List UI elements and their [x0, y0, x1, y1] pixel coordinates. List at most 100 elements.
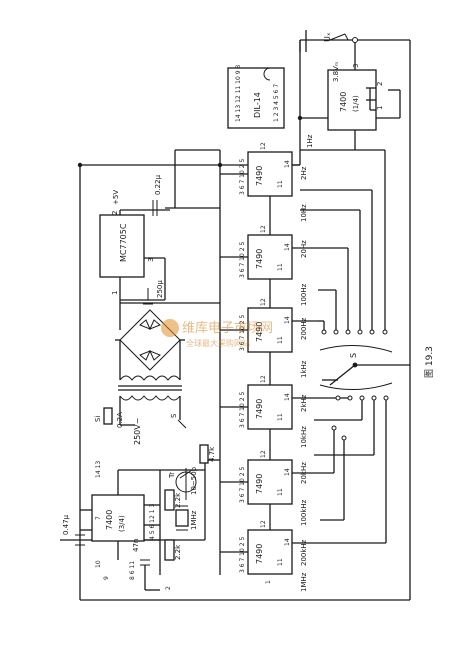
watermark: 维库电子市场网 全球最大采购网站 — [161, 319, 273, 348]
switch-contact — [383, 395, 389, 401]
oscillator-gate-frac: (3/4) — [118, 515, 126, 532]
crystal — [175, 509, 189, 527]
divider-pin: 12 — [260, 225, 267, 233]
divider-ic — [247, 151, 293, 197]
node-dot — [77, 162, 83, 168]
node-dot — [217, 162, 223, 168]
fuse — [103, 407, 113, 425]
divider-pin: 11 — [277, 413, 284, 421]
watermark-logo-icon — [161, 319, 179, 337]
freq-label: 200Hz — [300, 317, 308, 340]
resistor — [199, 444, 209, 464]
divider-pin: 14 — [284, 538, 291, 546]
output-gate-label: 7400 — [339, 92, 348, 112]
plus5v-label: +5V — [112, 190, 120, 205]
divider-ic-label: 7490 — [255, 399, 264, 419]
output-gate-frac: (1/4) — [352, 95, 360, 112]
divider-ic-label: 7490 — [255, 249, 264, 269]
level-label: 3.8Vₘ — [332, 62, 340, 82]
divider-ic-label: 7490 — [255, 166, 264, 186]
divider-ic — [247, 234, 293, 280]
osc-pins: 14 13 — [95, 461, 102, 478]
divider-pin: 14 — [284, 468, 291, 476]
divider-pin: 14 — [284, 316, 291, 324]
node-dot — [297, 115, 303, 121]
divider-pin: 12 — [260, 450, 267, 458]
watermark-slogan: 全球最大采购网站 — [186, 338, 250, 348]
divider-ic — [247, 459, 293, 505]
resistor — [164, 539, 175, 561]
switch-contact — [341, 435, 347, 441]
freq-label: 20Hz — [300, 240, 308, 258]
frequency-taps — [300, 149, 387, 544]
switch-contact — [382, 329, 388, 335]
divider-pin: 12 — [260, 142, 267, 150]
osc-pins: 8 6 11 — [129, 561, 136, 580]
oscillator-gate-label: 7400 — [105, 510, 114, 530]
divider-pin: 11 — [277, 263, 284, 271]
divider-pin: 11 — [277, 180, 284, 188]
transformer-secondary — [119, 375, 181, 381]
regulator-pin: 2 — [111, 211, 119, 215]
cap-bulk-label: 250μ — [156, 280, 164, 298]
bridge-rectifier — [119, 309, 181, 371]
output-terminal — [299, 30, 358, 52]
node-dot — [352, 362, 358, 368]
switch-contact — [345, 329, 351, 335]
freq-label: 2kHz — [300, 394, 308, 412]
switch-contact — [369, 329, 375, 335]
freq-label: 10Hz — [300, 204, 308, 222]
regulator-pin: 3 — [147, 258, 155, 262]
cap-filter-label: 0.22μ — [154, 174, 162, 195]
transformer-primary — [119, 395, 181, 401]
freq-label: 1Hz — [306, 134, 314, 148]
ux-label: Uₓ — [323, 32, 332, 42]
switch-contact — [371, 395, 377, 401]
dil-top-pins: 14 13 12 11 10 9 8 — [235, 65, 242, 122]
freq-label: 10kHz — [300, 426, 308, 448]
trimmer-label: 10~50p — [190, 466, 198, 495]
dil-bottom-pins: 1 2 3 4 5 6 7 — [273, 84, 280, 122]
switch-contact — [335, 395, 341, 401]
divider-chain — [220, 151, 330, 575]
freq-label: 200kHz — [300, 539, 308, 566]
switch-contact — [359, 395, 365, 401]
resistor — [164, 489, 175, 511]
divider-pins: 3 6 7 10 2 5 — [239, 159, 246, 195]
output-gate — [327, 69, 377, 150]
switch-contact — [357, 329, 363, 335]
dil-label: DIL-14 — [253, 92, 262, 118]
divider-pin: 14 — [284, 160, 291, 168]
divider-ic-label: 7490 — [255, 322, 264, 342]
divider-pin: 14 — [284, 243, 291, 251]
output-pin: 3 — [352, 64, 360, 68]
power-switch-label: S — [170, 413, 178, 418]
divider-pin: 1 — [265, 580, 272, 584]
regulator-label: MC7705C — [119, 223, 128, 262]
freq-label: 2Hz — [300, 166, 308, 180]
divider-pin: 14 — [284, 393, 291, 401]
freq-label: 100Hz — [300, 283, 308, 306]
switch-contact — [321, 329, 327, 335]
output-pin: 1 — [376, 106, 384, 110]
regulator-ic — [99, 214, 145, 278]
mains-label: 250V~ — [133, 418, 142, 445]
osc-pin: 2 — [165, 586, 172, 590]
watermark-brand: 维库电子市场网 — [182, 320, 273, 336]
switch-contact — [331, 425, 337, 431]
res-47k-label: 4.7k — [208, 446, 216, 462]
divider-pin: 12 — [260, 298, 267, 306]
freq-label: 100kHz — [300, 499, 308, 526]
divider-pins: 3 6 7 10 2 5 — [239, 315, 246, 351]
osc-pin: 7 — [95, 516, 102, 520]
fuse-ref-label: Si — [94, 416, 102, 422]
divider-pin: 12 — [260, 520, 267, 528]
freq-label: 1MHz — [300, 572, 308, 592]
oscillator — [80, 444, 209, 591]
figure-label: 图 19.3 — [424, 346, 435, 378]
dil-package — [227, 67, 285, 129]
terminal-point — [352, 37, 358, 43]
selector-label: S — [349, 353, 358, 358]
switch-arc — [319, 344, 393, 353]
